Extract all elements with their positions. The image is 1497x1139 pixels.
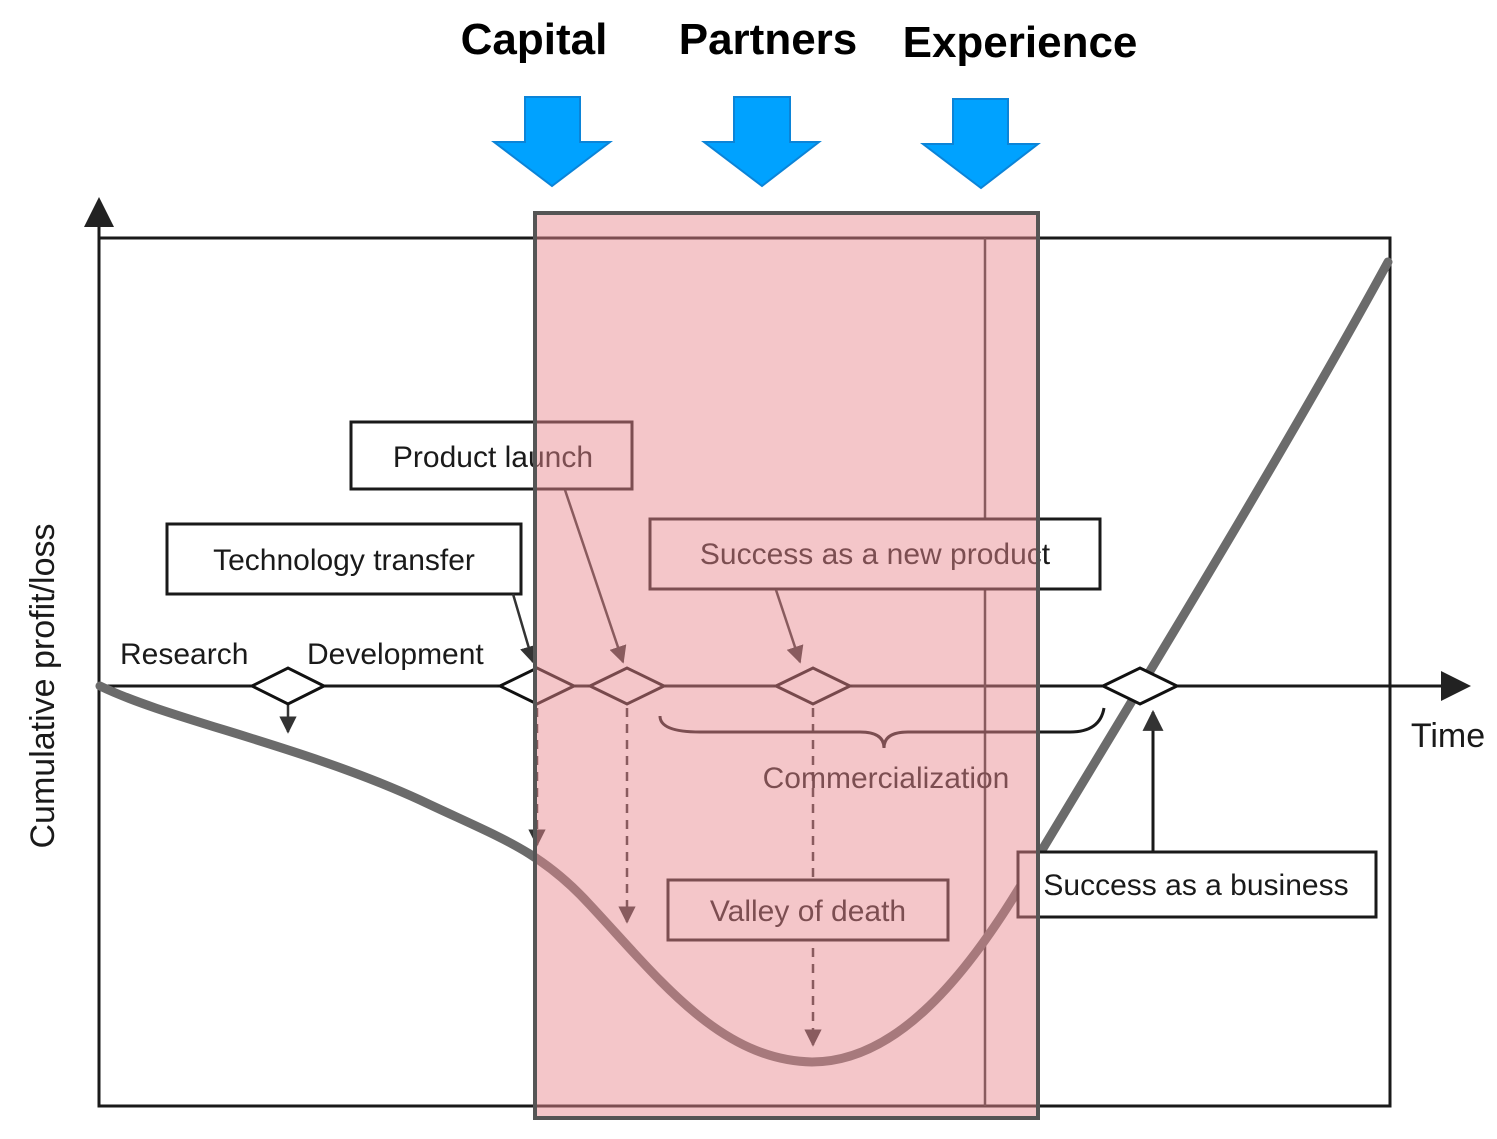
tech-transfer-label: Technology transfer <box>213 544 475 577</box>
experience-label: Experience <box>903 18 1138 67</box>
valley-highlight-region <box>533 211 1040 1120</box>
new-product-label: Success as a new product <box>700 538 1051 571</box>
business-box <box>1016 850 1378 919</box>
valley-of-death-label: Valley of death <box>710 895 906 928</box>
new-product-box <box>648 517 1102 591</box>
partners-label: Partners <box>679 15 858 64</box>
tech-transfer-pointer <box>511 593 537 664</box>
valley-of-death-box <box>666 878 950 942</box>
capital-arrow-icon <box>491 96 613 188</box>
commercialization-label: Commercialization <box>763 762 1010 795</box>
capital-label: Capital <box>461 15 608 64</box>
experience-arrow-icon <box>920 98 1041 190</box>
y-axis-label: Cumulative profit/loss <box>24 523 62 848</box>
tech-transfer-box <box>165 522 523 596</box>
product-launch-box <box>349 420 634 491</box>
development-label: Development <box>307 638 484 671</box>
product-launch-label: Product launch <box>393 441 593 474</box>
x-axis-label: Time <box>1411 717 1485 755</box>
profit-curve <box>95 257 1393 1067</box>
business-label: Success as a business <box>1043 869 1348 902</box>
partners-arrow-icon <box>701 96 822 188</box>
new-product-pointer <box>774 589 804 664</box>
product-launch-diamond-icon <box>586 666 668 706</box>
commercialization-brace <box>658 707 1106 749</box>
business-diamond-icon <box>1099 666 1181 706</box>
research-diamond-icon <box>248 666 328 706</box>
research-label: Research <box>120 638 248 671</box>
new-product-diamond-icon <box>772 666 854 706</box>
product-launch-pointer <box>563 489 627 664</box>
